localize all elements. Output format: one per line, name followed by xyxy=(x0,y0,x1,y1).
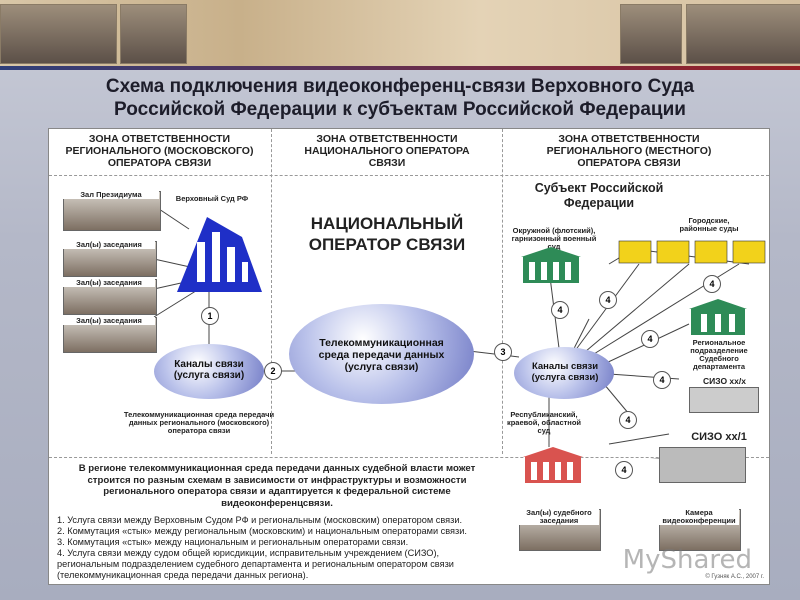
banner-photo-monitor xyxy=(120,4,187,64)
supreme-court-label: Верховный Суд РФ xyxy=(167,195,257,203)
banner-photo-defendant xyxy=(686,4,800,64)
sizo-small-label: СИЗО хх/х xyxy=(697,377,752,385)
note-item-3: 3. Коммутация «стык» между национальным … xyxy=(57,537,497,548)
photo-banner xyxy=(0,0,800,66)
banner-photo-judges xyxy=(0,4,117,64)
hall-label-3: Зал(ы) заседания xyxy=(63,317,155,325)
national-operator-title: НАЦИОНАЛЬНЫЙ ОПЕРАТОР СВЯЗИ xyxy=(287,213,487,255)
note-item-2: 2. Коммутация «стык» между региональным … xyxy=(57,526,497,537)
court-hall-label: Зал(ы) судебного заседания xyxy=(519,509,599,525)
marker-4b: 4 xyxy=(599,291,617,309)
marker-4a: 4 xyxy=(551,301,569,319)
copyright-text: © Гузняк А.С., 2007 г. xyxy=(705,574,764,580)
supreme-court-building xyxy=(167,207,267,297)
marker-3: 3 xyxy=(494,343,512,361)
district-court-building xyxy=(519,247,584,285)
city-courts-buildings xyxy=(617,237,767,265)
republic-court-label: Республиканский, краевой, областной суд xyxy=(504,411,584,435)
right-channels-label: Каналы связи (услуга связи) xyxy=(521,361,609,383)
left-channels-label: Каналы связи (услуга связи) xyxy=(164,359,254,381)
marker-4f: 4 xyxy=(619,411,637,429)
hall-label-2: Зал(ы) заседания xyxy=(63,279,155,287)
diagram-panel: ЗОНА ОТВЕТСТВЕННОСТИ РЕГИОНАЛЬНОГО (МОСК… xyxy=(48,128,770,585)
marker-4d: 4 xyxy=(641,330,659,348)
banner-photo-screen xyxy=(620,4,682,64)
sizo-small-building xyxy=(689,387,759,413)
sizo-building xyxy=(659,447,746,483)
note-item-1: 1. Услуга связи между Верховным Судом РФ… xyxy=(57,515,497,526)
notes-section: В регионе телекоммуникационная среда пер… xyxy=(57,463,497,581)
hall-label-1: Зал(ы) заседания xyxy=(63,241,155,249)
regional-dept-building xyxy=(687,299,749,337)
left-telecom-label: Телекоммуникационная среда передачи данн… xyxy=(119,411,279,435)
page-title: Схема подключения видеоконференц-связи В… xyxy=(0,75,800,121)
video-cell-label: Камера видеоконференции xyxy=(659,509,739,525)
regional-dept-label: Региональное подразделение Судебного деп… xyxy=(679,339,759,371)
subject-title: Субъект Российской Федерации xyxy=(519,181,679,211)
notes-intro: В регионе телекоммуникационная среда пер… xyxy=(57,463,497,509)
national-cloud-label: Телекоммуникационная среда передачи данн… xyxy=(309,337,454,373)
marker-1: 1 xyxy=(201,307,219,325)
marker-2: 2 xyxy=(264,362,282,380)
city-courts-label: Городские, районные суды xyxy=(669,217,749,233)
marker-4g: 4 xyxy=(615,461,633,479)
banner-stripe xyxy=(0,66,800,70)
title-line-2: Российской Федерации к субъектам Российс… xyxy=(0,98,800,121)
republic-court-building xyxy=(521,447,586,485)
marker-4e: 4 xyxy=(653,371,671,389)
presidium-label: Зал Президиума xyxy=(63,191,159,199)
watermark-logo: MyShared xyxy=(623,545,752,575)
marker-4c: 4 xyxy=(703,275,721,293)
sizo-label: СИЗО хх/1 xyxy=(689,431,749,443)
title-line-1: Схема подключения видеоконференц-связи В… xyxy=(0,75,800,98)
note-item-4: 4. Услуга связи между судом общей юрисди… xyxy=(57,548,497,581)
